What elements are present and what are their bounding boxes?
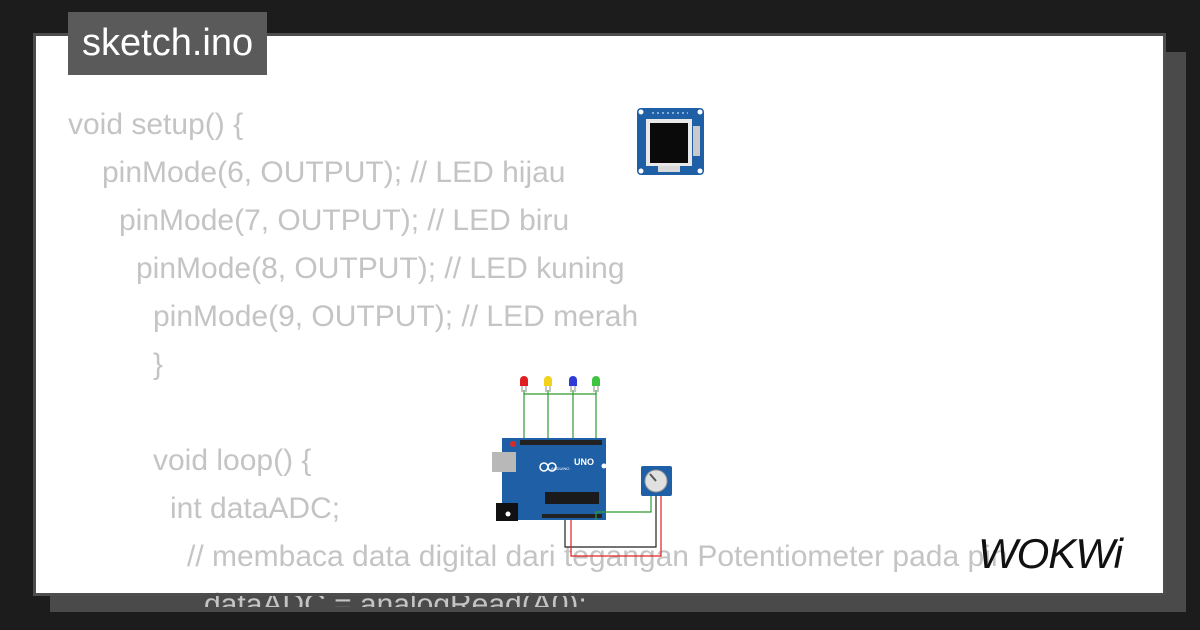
- code-line: int dataADC;: [170, 492, 341, 525]
- pot-wires: [564, 496, 662, 557]
- led-red-icon: [520, 376, 528, 392]
- potentiometer-icon: [641, 466, 672, 496]
- wokwi-logo-text: WOKWi: [978, 530, 1125, 576]
- code-line: }: [153, 348, 164, 381]
- code-line: pinMode(7, OUTPUT); // LED biru: [119, 204, 570, 237]
- led-blue-icon: [569, 376, 577, 392]
- code-line: dataADC = analogRead(A0);: [204, 588, 587, 621]
- code-line: pinMode(8, OUTPUT); // LED kuning: [136, 252, 625, 285]
- led-yellow-icon: [544, 376, 552, 392]
- board-brand-label: ARDUINO: [551, 466, 569, 471]
- wokwi-logo: WOKWi: [978, 530, 1126, 576]
- filename-tab: sketch.ino: [68, 12, 268, 75]
- led-green-icon: [592, 376, 600, 392]
- code-line: void loop() {: [153, 444, 312, 477]
- code-line: void setup() {: [68, 108, 244, 141]
- board-model-label: UNO: [574, 457, 594, 467]
- led-wires: [523, 390, 597, 440]
- code-line: pinMode(9, OUTPUT); // LED merah: [153, 300, 639, 333]
- arduino-uno-board: UNO ARDUINO: [492, 438, 607, 521]
- oled-display-icon: [637, 108, 704, 175]
- code-line: pinMode(6, OUTPUT); // LED hijau: [102, 156, 566, 189]
- card-bottom-border: [36, 593, 1164, 596]
